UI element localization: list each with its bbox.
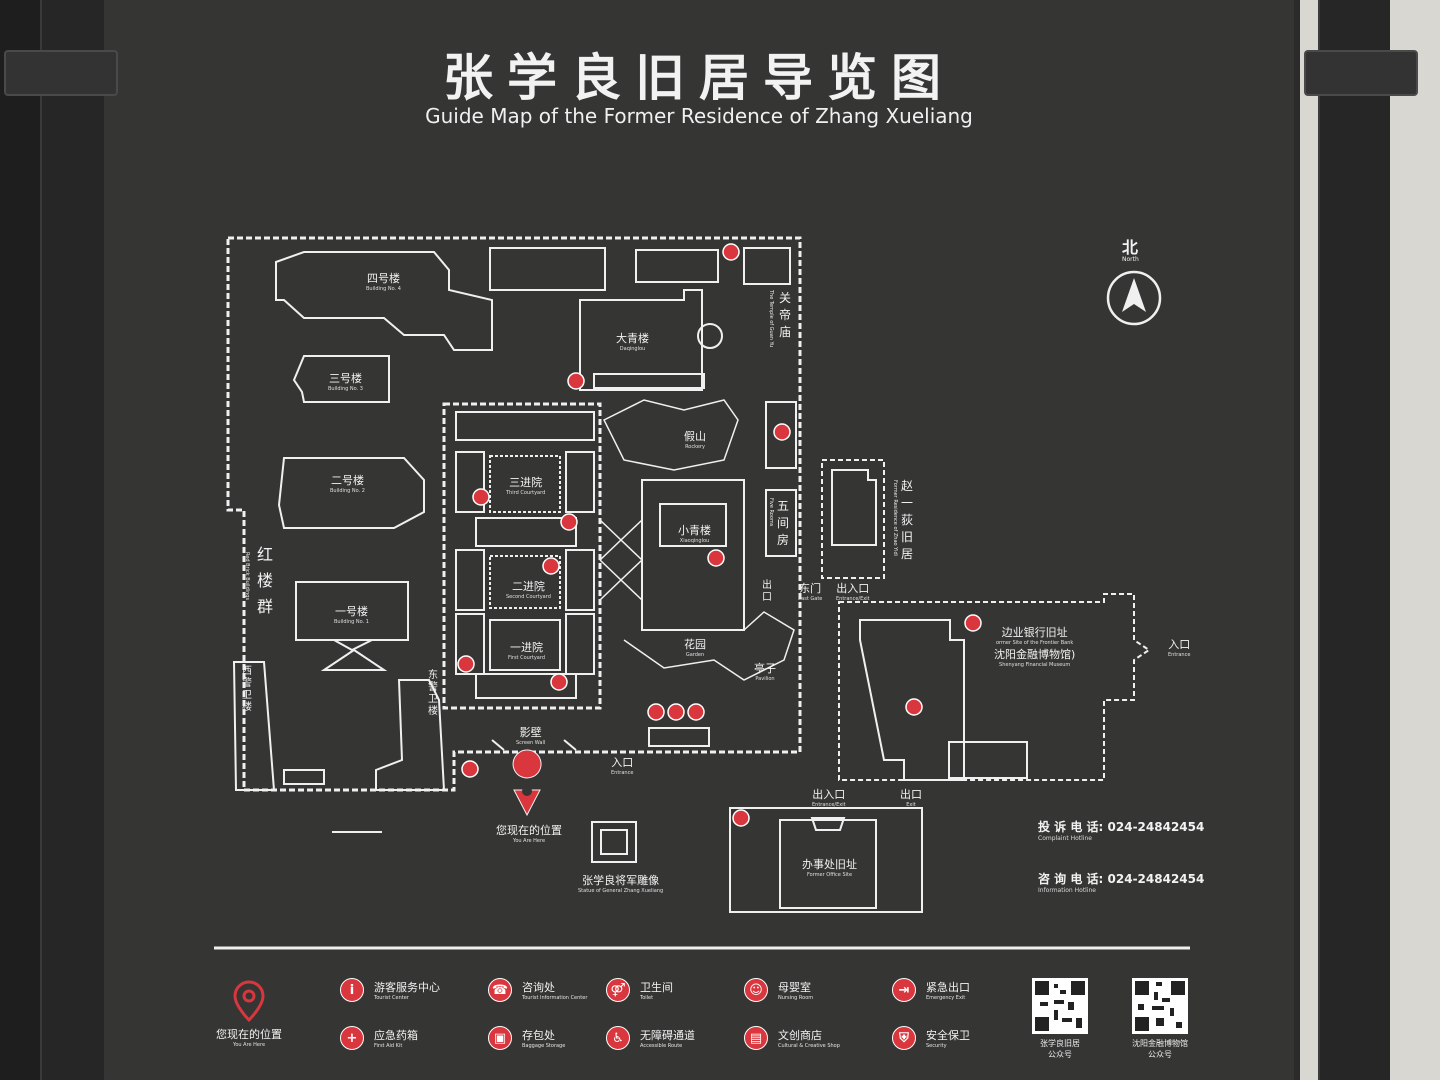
label-exit-east: 出口	[762, 580, 772, 603]
north-label-en: North	[1122, 256, 1139, 263]
title-chinese: 张学良旧居导览图	[443, 49, 955, 107]
label-bank-museum: 边业银行旧址 ormer Site of the Frontier Bank 沈…	[994, 626, 1076, 668]
information-hotline-label: 咨 询 电 话:	[1038, 872, 1104, 886]
information-hotline-number: 024-24842454	[1107, 872, 1205, 886]
complaint-hotline-en: Complaint Hotline	[1038, 835, 1092, 842]
complaint-hotline-number: 024-24842454	[1107, 820, 1205, 834]
label-guandi-temple-en: The Temple of Guan Yu	[768, 290, 774, 348]
complaint-hotline: 投 诉 电 话: 024-24842454 Complaint Hotline	[1038, 818, 1204, 843]
label-red-brick-en: Red Brick Buildings	[244, 552, 250, 601]
first-aid-icon: +	[340, 1026, 364, 1050]
information-hotline: 咨 询 电 话: 024-24842454 Information Hotlin…	[1038, 870, 1204, 895]
label-five-rooms-en: Five Rooms	[768, 498, 774, 527]
label-west-guard: 西警卫楼	[242, 666, 252, 713]
site-map	[214, 236, 1190, 950]
shop-icon: ▤	[744, 1026, 768, 1050]
info-icon: i	[340, 978, 364, 1002]
label-five-rooms: 五间房	[776, 499, 789, 547]
mount-bracket-right	[1304, 50, 1418, 96]
label-guandi-temple: 关帝庙	[778, 291, 791, 339]
left-frame	[0, 0, 120, 1080]
title-english: Guide Map of the Former Residence of Zha…	[425, 104, 973, 128]
emergency-exit-icon: ⇥	[892, 978, 916, 1002]
qr-code-icon[interactable]	[1132, 978, 1188, 1034]
label-red-brick: 红楼群	[256, 545, 273, 616]
label-zhao-yidi-en: Former Residence of Zhao Yidi	[892, 480, 898, 557]
legend-pin-icon	[233, 980, 265, 1023]
north-label: 北	[1122, 238, 1139, 257]
security-icon: ⛨	[892, 1026, 916, 1050]
mount-bracket-left	[4, 50, 118, 96]
toilet-icon: ⚤	[606, 978, 630, 1002]
label-east-guard: 东警卫楼	[428, 670, 438, 717]
right-frame	[1300, 0, 1440, 1080]
nursing-icon: ☺	[744, 978, 768, 1002]
north-arrow-icon	[1106, 270, 1162, 326]
guide-board: 张学良旧居导览图 Guide Map of the Former Residen…	[104, 0, 1294, 1080]
label-zhao-yidi: 赵一荻旧居	[900, 479, 913, 561]
qr-caption-residence: 张学良旧居公众号	[1040, 1039, 1080, 1059]
information-hotline-en: Information Hotline	[1038, 887, 1097, 894]
qr-code-icon[interactable]	[1032, 978, 1088, 1034]
complaint-hotline-label: 投 诉 电 话:	[1038, 820, 1104, 834]
baggage-icon: ▣	[488, 1026, 512, 1050]
accessible-icon: ♿	[606, 1026, 630, 1050]
consult-icon: ☎	[488, 978, 512, 1002]
qr-caption-museum: 沈阳金融博物馆公众号	[1132, 1039, 1188, 1059]
